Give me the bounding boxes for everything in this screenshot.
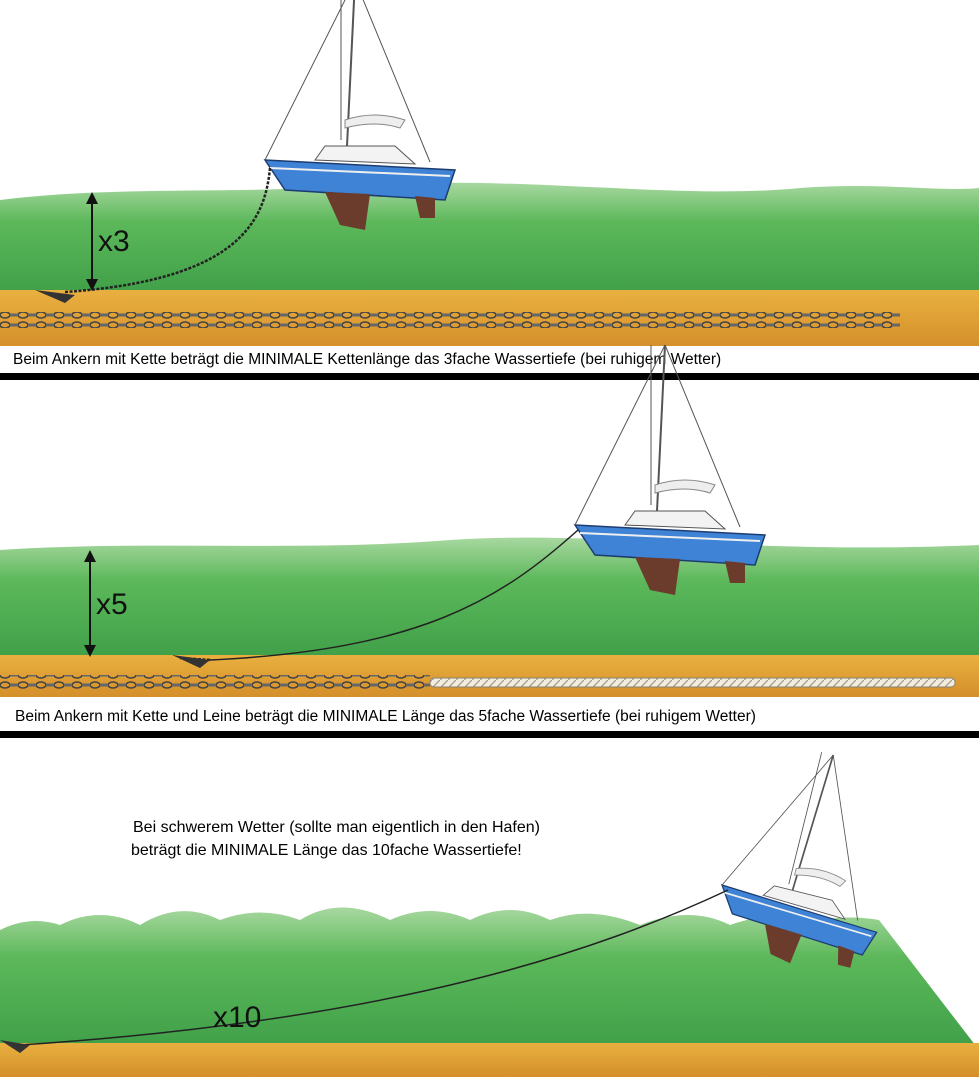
multiplier-label: x5 bbox=[96, 588, 128, 621]
divider bbox=[0, 373, 979, 380]
anchor-rope bbox=[209, 529, 579, 661]
chain-sample bbox=[0, 312, 900, 328]
note-line-1: Bei schwerem Wetter (sollte man eigentli… bbox=[133, 819, 540, 836]
water bbox=[0, 907, 979, 1050]
seabed bbox=[0, 1043, 979, 1077]
note-line-2: beträgt die MINIMALE Länge das 10fache W… bbox=[131, 842, 522, 859]
rope-sample bbox=[429, 677, 956, 688]
anchor-rope bbox=[19, 889, 729, 1046]
anchor-chain bbox=[64, 167, 272, 294]
caption: Beim Ankern mit Kette beträgt die MINIMA… bbox=[13, 351, 721, 368]
panel-chain-only: x3 Beim Ankern mit Kette beträgt die MIN… bbox=[0, 0, 979, 380]
chain-sample bbox=[0, 675, 430, 689]
anchor-icon bbox=[35, 290, 75, 303]
multiplier-label: x3 bbox=[98, 225, 130, 258]
divider bbox=[0, 731, 979, 738]
multiplier-label: x10 bbox=[213, 1001, 261, 1034]
water bbox=[0, 537, 979, 660]
panel-chain-and-rope: x5 Beim Ankern mit Kette und Leine beträ… bbox=[0, 344, 979, 738]
panel-heavy-weather: Bei schwerem Wetter (sollte man eigentli… bbox=[0, 735, 979, 1077]
water bbox=[0, 182, 979, 295]
anchor-icon bbox=[172, 655, 210, 668]
caption: Beim Ankern mit Kette und Leine beträgt … bbox=[15, 708, 756, 725]
anchor-icon bbox=[0, 1040, 30, 1053]
